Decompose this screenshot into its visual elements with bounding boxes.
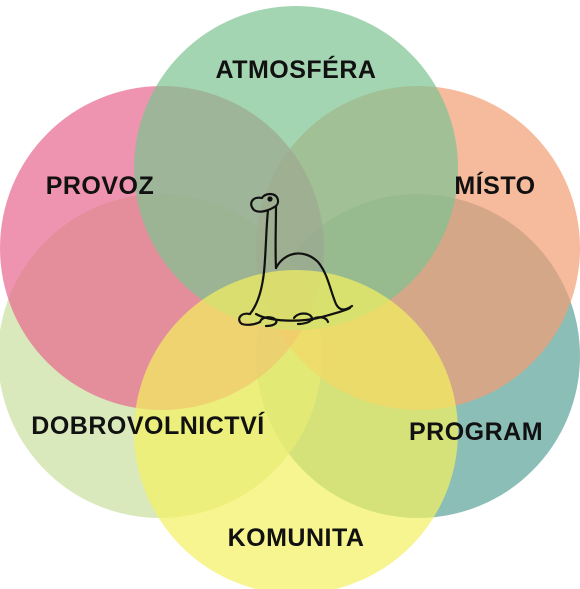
label-program: PROGRAM: [409, 418, 543, 446]
label-provoz: PROVOZ: [46, 172, 155, 200]
circle-komunita: [134, 270, 458, 589]
label-atmosfera: ATMOSFÉRA: [216, 55, 377, 84]
label-misto: MÍSTO: [454, 171, 535, 200]
label-dobrovolnictvi: DOBROVOLNICTVÍ: [31, 411, 265, 440]
circle-atmosfera: [134, 6, 458, 330]
label-komunita: KOMUNITA: [228, 524, 365, 552]
dinosaur-icon: [238, 192, 354, 328]
